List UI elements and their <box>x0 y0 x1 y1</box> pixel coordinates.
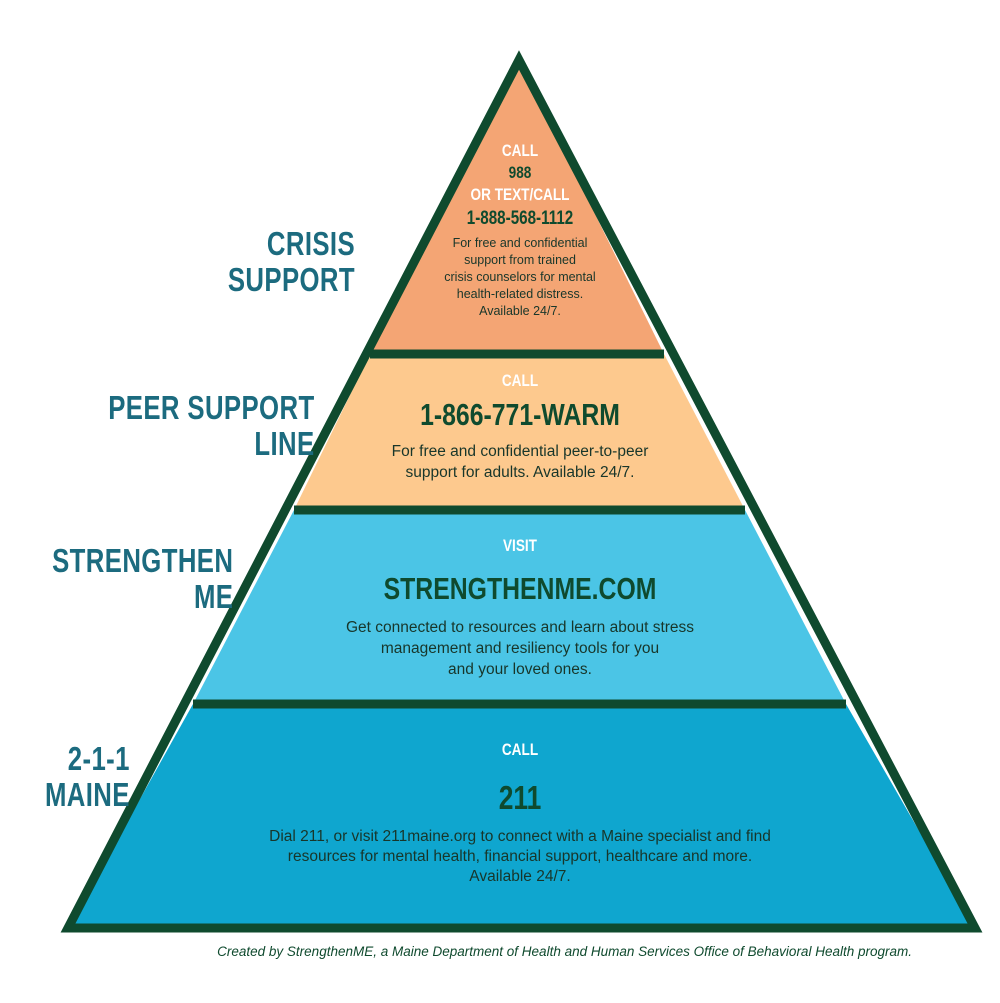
peer-action: CALL <box>501 371 539 390</box>
label-crisis-support: CRISIS SUPPORT <box>227 225 355 298</box>
strengthen-action: VISIT <box>502 536 537 555</box>
label-211-maine: 2-1-1 MAINE <box>45 740 130 813</box>
tier-crisis-support-shape <box>370 60 664 354</box>
crisis-action: CALL <box>501 141 539 160</box>
strengthen-description: Get connected to resources and learn abo… <box>345 619 695 678</box>
label-strengthen-me: STRENGTHEN ME <box>51 542 233 615</box>
maine211-action: CALL <box>501 740 539 759</box>
tier-crisis-content: CALL 988 OR TEXT/CALL 1-888-568-1112 For… <box>410 140 630 320</box>
maine211-number: 211 <box>498 779 542 816</box>
strengthen-website: STRENGTHENME.COM <box>383 571 657 606</box>
peer-description: For free and confidential peer-to-peer s… <box>391 443 649 481</box>
tier-peer-content: CALL 1-866-771-WARM For free and confide… <box>330 370 710 483</box>
pyramid-outline <box>60 50 983 933</box>
maine211-description: Dial 211, or visit 211maine.org to conne… <box>269 828 771 885</box>
tier-peer-support-shape <box>294 354 745 510</box>
tier-211-content: CALL 211 Dial 211, or visit 211maine.org… <box>150 739 890 887</box>
crisis-number-line: 1-888-568-1112 <box>466 208 574 229</box>
footer-credit: Created by StrengthenME, a Maine Departm… <box>217 944 912 959</box>
crisis-description: For free and confidential support from t… <box>444 236 596 318</box>
label-peer-support-line: PEER SUPPORT LINE <box>108 389 315 462</box>
tier-strengthen-content: VISIT STRENGTHENME.COM Get connected to … <box>260 535 780 680</box>
crisis-number-988: 988 <box>508 163 532 182</box>
crisis-action-text: OR TEXT/CALL <box>470 185 570 204</box>
tier-211-maine-shape <box>68 704 975 928</box>
peer-number: 1-866-771-WARM <box>420 397 620 432</box>
tier-strengthen-me-shape <box>193 510 846 704</box>
